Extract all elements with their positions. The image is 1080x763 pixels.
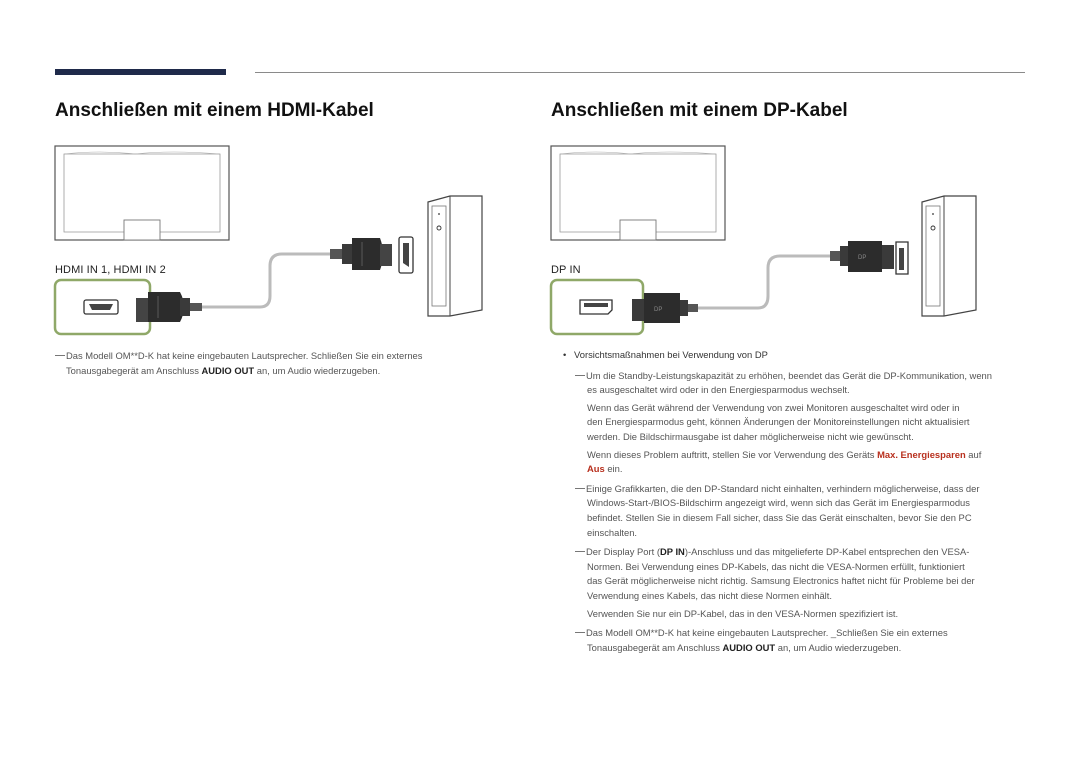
dp-note-vesa: Der Display Port (DP IN)-Anschluss und d… bbox=[563, 545, 1033, 621]
svg-text:DP: DP bbox=[654, 307, 662, 313]
hdmi-plug-icon bbox=[136, 292, 202, 322]
hdmi-connection-diagram bbox=[53, 145, 483, 336]
pc-tower-icon bbox=[921, 195, 977, 317]
dp-note-standby: Um die Standby-Leistungskapazität zu erh… bbox=[563, 369, 1033, 477]
dp-connection-diagram: DP DP bbox=[549, 145, 977, 336]
setting-value-aus: Aus bbox=[587, 463, 605, 475]
note-dash bbox=[575, 632, 585, 634]
hdmi-speaker-note: Das Modell OM**D-K hat keine eingebauten… bbox=[55, 349, 455, 378]
header-accent-bar bbox=[55, 69, 226, 75]
displayport-plug-icon: DP bbox=[830, 241, 894, 272]
note-dash bbox=[575, 551, 585, 553]
svg-text:DP: DP bbox=[858, 255, 866, 261]
note-dash bbox=[55, 355, 65, 356]
dp-note-speaker: Das Modell OM**D-K hat keine eingebauten… bbox=[563, 626, 1033, 655]
displayport-plug-icon: DP bbox=[632, 293, 698, 323]
monitor-back-icon bbox=[54, 145, 230, 241]
note-dash bbox=[575, 374, 585, 376]
monitor-back-icon bbox=[550, 145, 726, 241]
header-rule bbox=[255, 72, 1025, 73]
hdmi-section-title: Anschließen mit einem HDMI-Kabel bbox=[55, 100, 374, 121]
dp-section-title: Anschließen mit einem DP-Kabel bbox=[551, 100, 848, 121]
dp-port-label: DP IN bbox=[551, 264, 581, 276]
note-dash bbox=[575, 487, 585, 489]
dp-note-graphics-card: Einige Grafikkarten, die den DP-Standard… bbox=[563, 482, 1033, 540]
dp-notes: •Vorsichtsmaßnahmen bei Verwendung von D… bbox=[563, 348, 1033, 655]
dp-bullet-heading: •Vorsichtsmaßnahmen bei Verwendung von D… bbox=[563, 349, 768, 360]
pc-tower-icon bbox=[427, 195, 483, 317]
setting-max-energiesparen: Max. Energiesparen bbox=[877, 448, 966, 460]
hdmi-plug-icon bbox=[330, 238, 392, 270]
hdmi-port-label: HDMI IN 1, HDMI IN 2 bbox=[55, 264, 166, 276]
